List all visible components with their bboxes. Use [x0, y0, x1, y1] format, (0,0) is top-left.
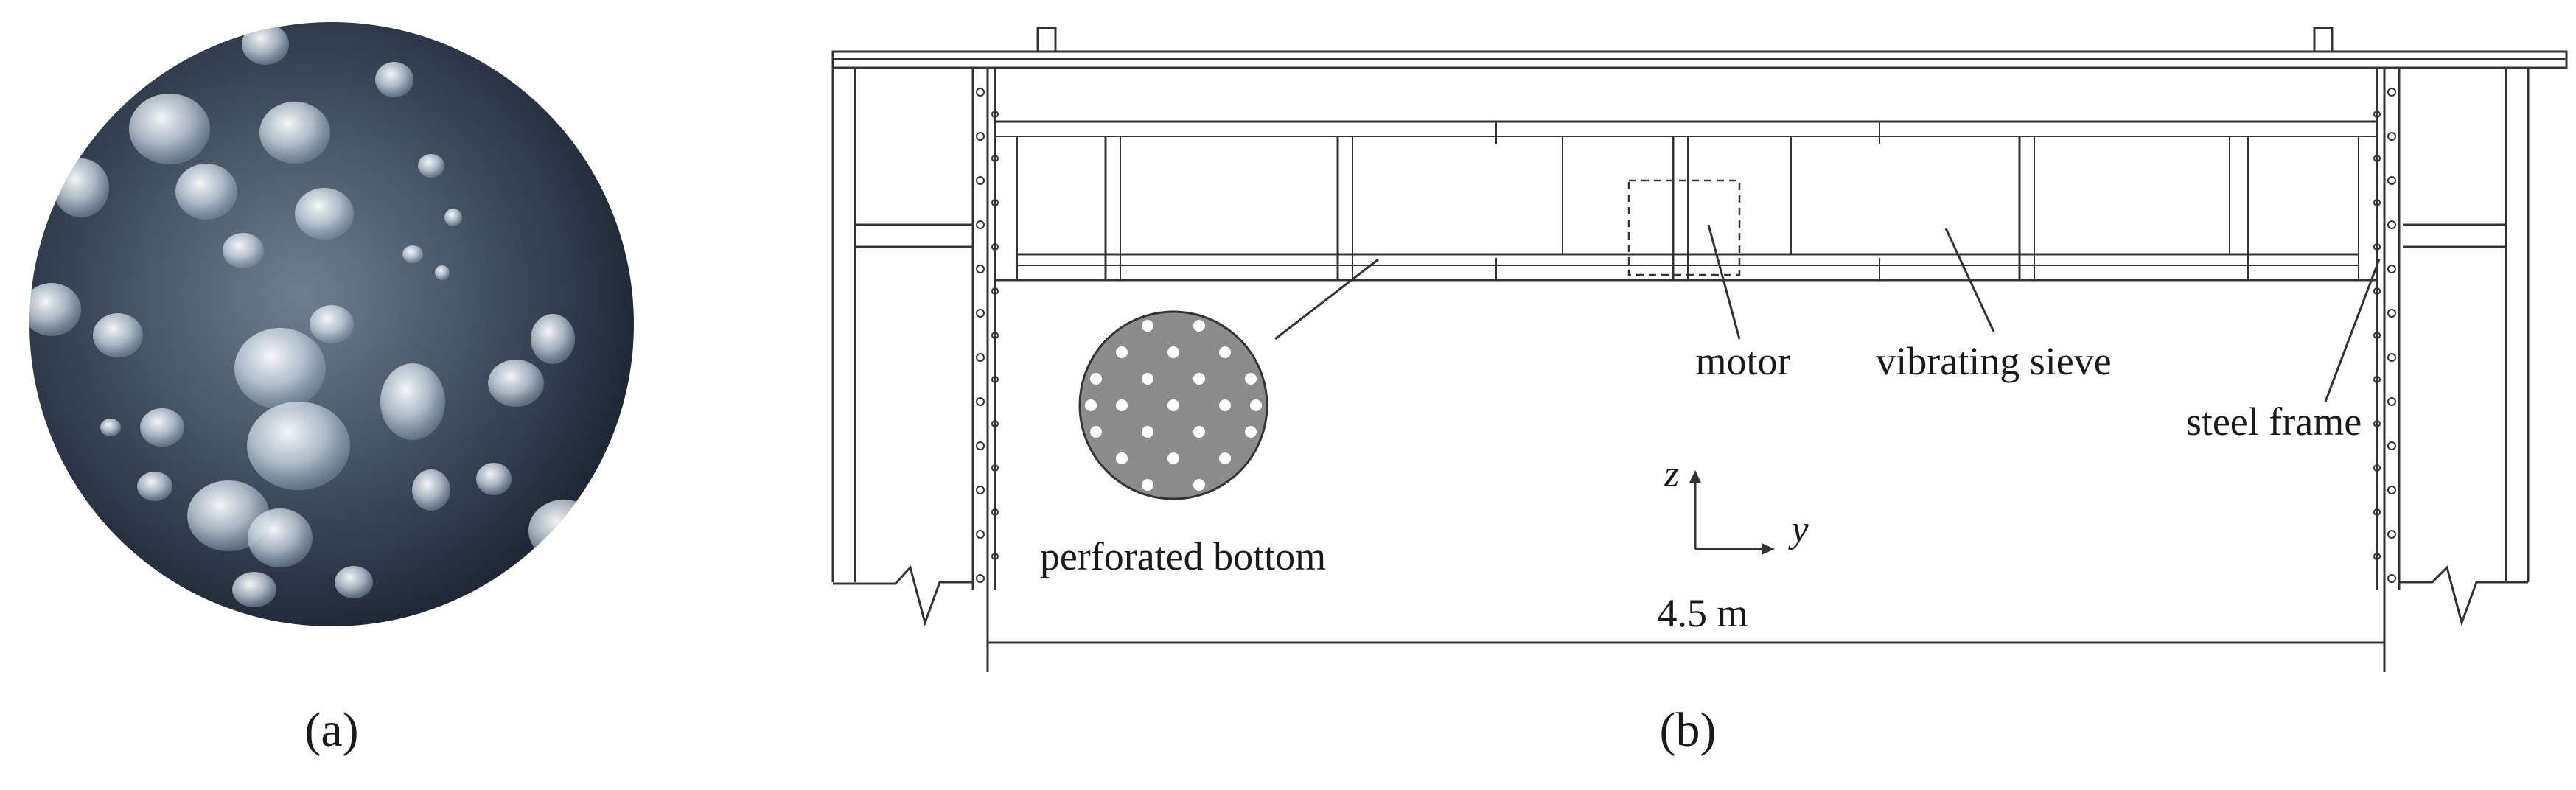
particle — [242, 24, 289, 65]
particle — [100, 419, 121, 436]
particle — [175, 164, 237, 220]
dimension-line — [986, 582, 2386, 672]
particle — [223, 233, 264, 268]
particle — [29, 283, 81, 336]
particle — [476, 463, 512, 495]
particle — [310, 305, 354, 343]
perforated-bottom-detail — [1078, 310, 1268, 500]
particle — [93, 313, 143, 357]
leader-motor — [1707, 224, 1741, 340]
particle — [528, 500, 599, 562]
particle — [232, 572, 276, 607]
caption-b: (b) — [1660, 703, 1717, 757]
label-vibrating-sieve: vibrating sieve — [1876, 339, 2111, 383]
leader-vibrating-sieve — [1944, 228, 1995, 332]
panel-a — [29, 22, 634, 626]
motor-box — [1627, 179, 1741, 276]
particle — [412, 469, 450, 511]
coordinate-axes — [1689, 470, 1775, 555]
particle — [248, 508, 313, 567]
label-motor: motor — [1696, 339, 1791, 383]
particle — [247, 402, 350, 490]
particle — [234, 328, 326, 409]
particle — [418, 154, 444, 178]
top-bolt — [1036, 27, 1057, 53]
particle — [129, 94, 210, 164]
leader-steel-frame — [2324, 259, 2381, 402]
particle — [295, 188, 354, 240]
particle — [53, 158, 109, 217]
top-beam — [831, 27, 2568, 69]
particle — [335, 566, 373, 598]
particle — [402, 245, 423, 263]
label-dimension: 4.5 m — [1657, 591, 1748, 635]
top-bolt — [2313, 27, 2334, 53]
axis-label-z: z — [1664, 453, 1679, 495]
axis-label-y: y — [1787, 508, 1809, 550]
rivets-right — [2373, 88, 2396, 583]
break-symbol-left — [833, 564, 973, 626]
right-support — [2403, 68, 2530, 582]
particle — [375, 62, 413, 97]
particle — [140, 408, 184, 447]
caption-a: (a) — [304, 703, 358, 757]
panel-b — [831, 27, 2568, 672]
label-steel-frame: steel frame — [2186, 399, 2362, 444]
particle — [259, 102, 330, 164]
particle — [137, 472, 172, 501]
particle — [488, 360, 544, 407]
sieve-stiffeners — [1104, 122, 2249, 280]
break-symbol-right — [2399, 565, 2528, 626]
particle — [531, 314, 575, 364]
perforations — [1085, 320, 1262, 491]
vibrating-sieve-box — [994, 120, 2378, 282]
left-support — [831, 68, 973, 582]
label-perforated-bottom: perforated bottom — [1040, 534, 1326, 578]
particle — [435, 265, 450, 280]
particle — [444, 209, 462, 226]
leader-perforated-bottom — [1274, 258, 1379, 340]
particle — [380, 363, 445, 440]
